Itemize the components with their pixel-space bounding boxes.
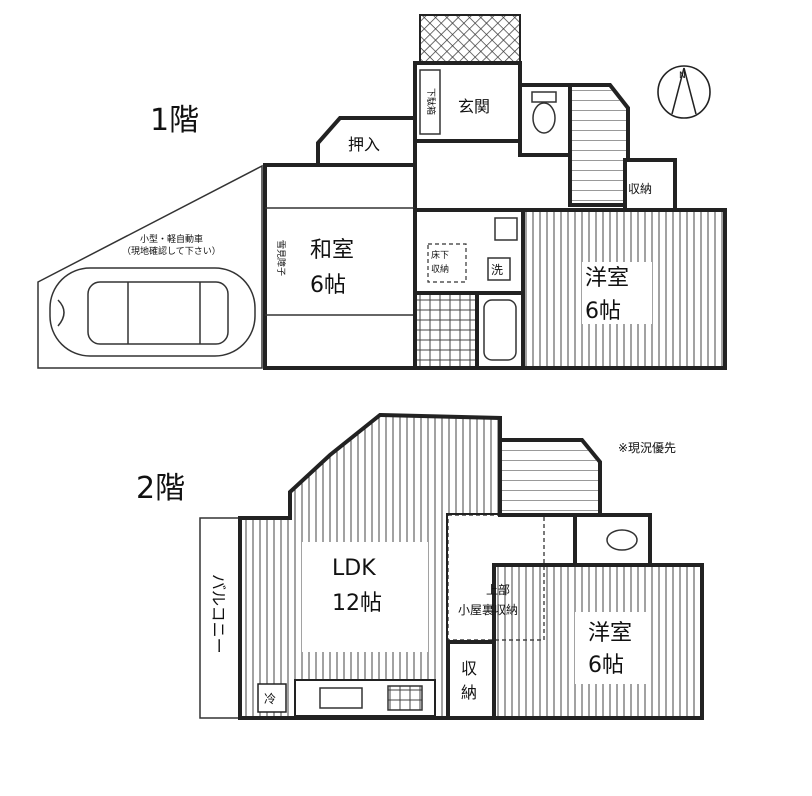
label-oshiire: 押入 [348,135,380,154]
compass-label: N [679,71,686,81]
label-loft-2: 小屋裏収納 [458,602,518,617]
parking-area [37,164,263,369]
floor2-plan [199,412,704,720]
label-shoe-cabinet: 下駄箱 [425,88,437,115]
shuunou-1f [623,158,677,212]
label-yuka-shita2: 収納 [431,263,449,275]
shuunou-2f [446,640,496,720]
label-ldk: LDK [332,556,376,581]
floor1-title: 1階 [150,103,199,138]
porch-hatch [419,14,521,64]
floor1-plan [37,14,727,370]
toilet-2f [573,513,652,567]
stairs-2f [498,438,602,517]
car-icon [49,267,256,357]
bath-tiles [413,291,479,370]
fridge [257,683,287,713]
label-parking-1: 小型・軽自動車 [140,233,203,245]
label-shuunou-1f: 収納 [628,182,652,196]
label-yuka-shita: 床下 [431,249,449,261]
compass-icon: N [657,65,711,119]
label-sentaku: 洗 [491,263,503,277]
label-youshitsu-2f: 洋室 [588,621,632,646]
toilet-1f [518,83,572,157]
label-genkan: 玄関 [458,97,490,116]
floor2-title: 2階 [136,471,185,506]
label-loft-1: 上部 [486,582,510,597]
label-balcony: バルコニー [209,574,228,654]
washitsu-room [263,163,417,370]
label-fridge: 冷 [264,692,276,706]
label-washitsu-size: 6帖 [310,273,346,298]
label-parking-2: （現地確認して下さい） [122,245,221,257]
stairs-1f [568,83,630,207]
label-shuunou-2f-2: 納 [461,683,477,702]
label-youshitsu-1f-size: 6帖 [585,299,621,324]
label-ldk-size: 12帖 [332,591,382,616]
label-yukimi: 雪見障子 [275,240,287,276]
label-shuunou-2f-1: 収 [461,659,477,678]
note-genkyou: ※現況優先 [618,440,676,455]
label-youshitsu-2f-size: 6帖 [588,653,624,678]
label-youshitsu-1f: 洋室 [585,266,629,291]
label-washitsu: 和室 [310,238,354,263]
